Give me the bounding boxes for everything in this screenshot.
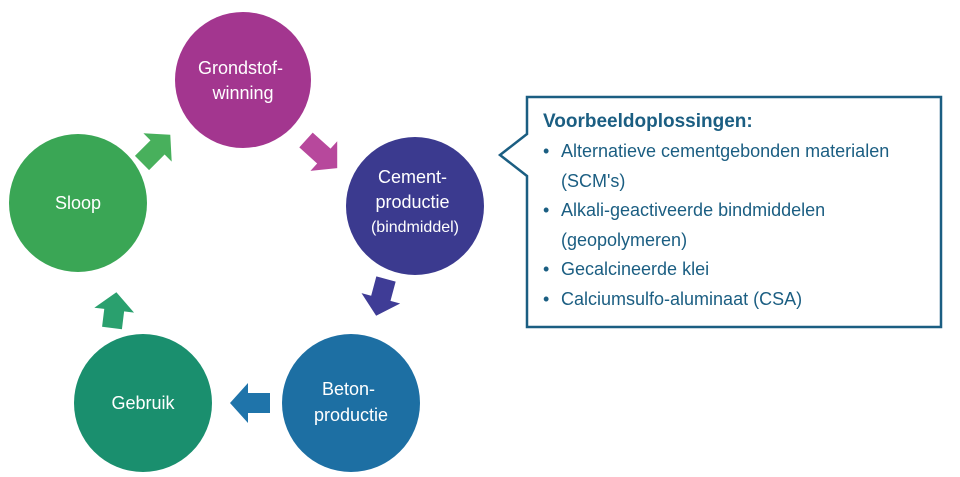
node-label-line: winning [211,83,273,103]
arrow-to-grondstofwinning [134,133,172,171]
node-betonproductie: Beton- productie [282,334,420,472]
callout-title: Voorbeeldoplossingen: [543,111,753,132]
callout-frame [497,95,943,329]
bullet-icon: • [543,288,550,309]
list-item-text: Alkali-geactiveerde bindmiddelen (geopol… [561,200,826,250]
list-item: • Gecalcineerde klei [543,255,925,285]
bullet-icon: • [543,200,550,220]
node-gebruik: Gebruik [74,334,212,472]
node-grondstofwinning: Grondstof- winning [175,12,311,148]
solutions-list: • Alternatieve cementgebonden materialen… [543,137,925,314]
svg-text:Gebruik: Gebruik [111,393,175,413]
svg-text:Grondstof- winning: Grondstof- winning [198,58,288,103]
list-item-text: Gecalcineerde klei [561,259,710,279]
arrow-to-sloop [94,292,135,330]
arrow-to-betonproductie [361,276,401,316]
node-label-line: Cement- [378,167,447,187]
list-item-text: Calciumsulfo-aluminaat (CSA) [561,288,803,309]
list-item-text: Alternatieve cementgebonden materialen (… [561,141,890,191]
list-item: • Alkali-geactiveerde bindmiddelen (geop… [543,196,925,255]
node-label-line: Beton- [322,379,375,399]
svg-text:Sloop: Sloop [55,193,101,213]
node-label-line: Grondstof- [198,58,283,78]
node-cementproductie: Cement- productie (bindmiddel) [346,137,484,275]
bullet-icon: • [543,259,550,279]
bullet-icon: • [543,141,550,161]
solutions-callout: Voorbeeldoplossingen: • Alternatieve cem… [527,97,941,327]
svg-text:Beton- productie: Beton- productie [314,379,388,425]
node-label-line: (bindmiddel) [371,219,459,236]
list-item: • Alternatieve cementgebonden materialen… [543,137,925,196]
node-label-line: productie [314,405,388,425]
list-item: • Calciumsulfo-aluminaat (CSA) [543,285,925,315]
node-sloop: Sloop [9,134,147,272]
node-label-line: Sloop [55,193,101,213]
node-label-line: productie [375,192,449,212]
node-label-line: Gebruik [111,393,175,413]
svg-text:Cement- productie: Cement- productie (bindmiddel) [371,167,459,236]
arrow-to-gebruik [230,383,270,423]
arrow-to-cementproductie [299,132,338,171]
